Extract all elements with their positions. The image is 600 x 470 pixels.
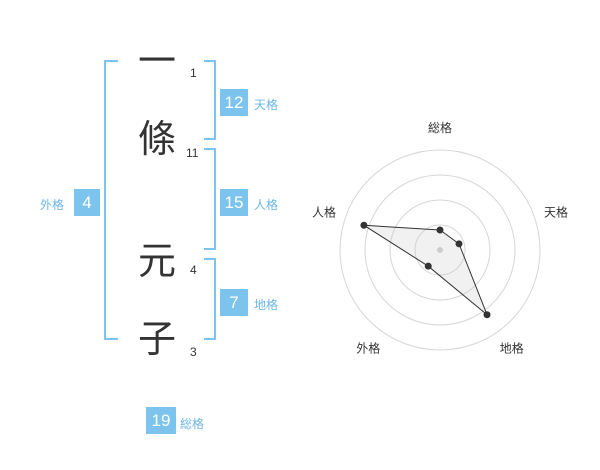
- stroke-count-1: 1: [190, 66, 197, 80]
- radar-axis-label-1: 総格: [428, 120, 452, 135]
- gaikaku-bracket: [104, 60, 118, 340]
- radar-ring: [389, 199, 491, 301]
- tenkaku-value: 12: [220, 89, 248, 116]
- name-char-3: 元: [138, 239, 177, 283]
- radar-point-5: [360, 221, 368, 229]
- chikaku-label: 地格: [254, 298, 279, 312]
- radar-center: [437, 247, 443, 253]
- radar-area: [363, 224, 488, 316]
- soukaku-value: 19: [146, 407, 176, 434]
- tenkaku-label: 天格: [254, 98, 279, 112]
- soukaku-label: 総格: [180, 417, 205, 431]
- gaikaku-value: 4: [74, 189, 100, 216]
- radar-ring: [339, 149, 541, 351]
- jinkaku-bracket: [204, 148, 216, 250]
- radar-point-3: [483, 311, 491, 319]
- radar-axis-label-2: 天格: [544, 204, 568, 219]
- jinkaku-label: 人格: [254, 198, 279, 212]
- radar-point-2: [455, 240, 463, 248]
- name-char-4: 子: [138, 317, 177, 361]
- jinkaku-value: 15: [220, 189, 248, 216]
- radar-ring: [414, 224, 466, 276]
- name-char-2: 條: [138, 117, 177, 161]
- tenkaku-bracket: [204, 60, 216, 140]
- chikaku-bracket: [204, 258, 216, 340]
- radar-ring: [364, 174, 516, 326]
- stroke-count-2: 11: [186, 146, 199, 160]
- radar-axis-label-4: 外格: [356, 341, 380, 356]
- name-char-1: 一: [138, 39, 177, 83]
- chikaku-value: 7: [220, 289, 248, 316]
- radar-axis-label-5: 人格: [312, 204, 336, 219]
- gaikaku-label: 外格: [40, 198, 65, 212]
- stroke-count-4: 3: [190, 345, 197, 359]
- radar-axis-label-3: 地格: [500, 341, 524, 356]
- radar-point-4: [424, 262, 432, 270]
- radar-point-1: [436, 226, 444, 234]
- stroke-count-3: 4: [190, 263, 197, 277]
